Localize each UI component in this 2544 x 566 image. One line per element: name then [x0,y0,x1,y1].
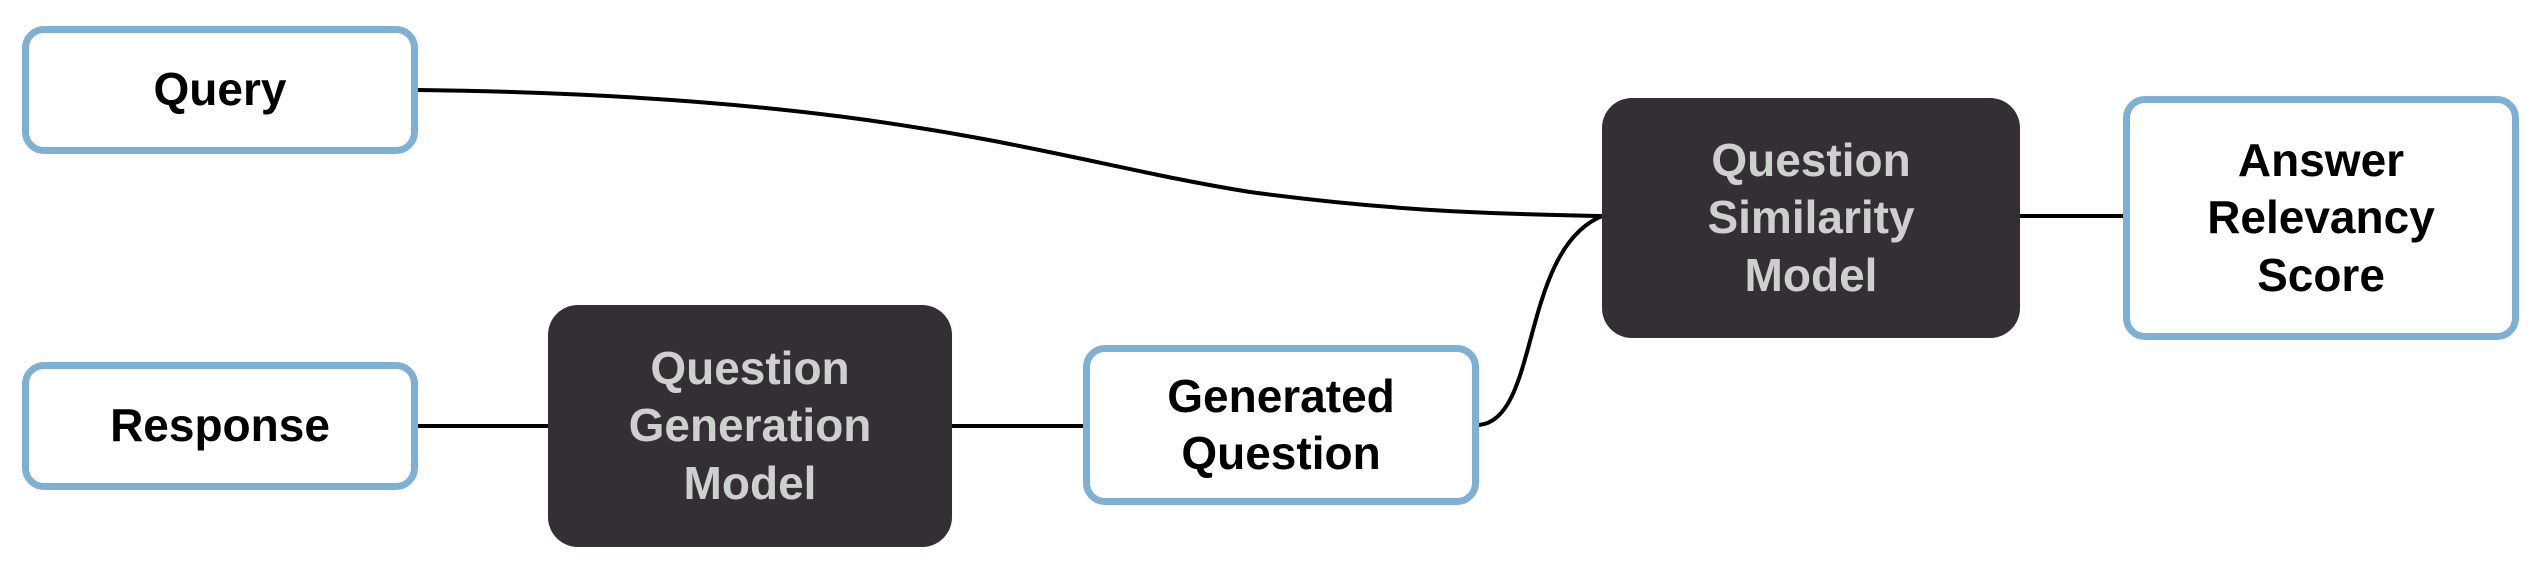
response-node: Response [22,362,418,490]
edge-generated-question-to-similarity [1478,214,1603,427]
edge-query-to-similarity [417,88,1603,218]
answer-relevancy-score-node: Answer Relevancy Score [2123,96,2519,340]
query-node: Query [22,26,418,154]
generated-question-node: Generated Question [1083,345,1479,505]
question-similarity-model-node: Question Similarity Model [1602,98,2020,338]
question-generation-model-node: Question Generation Model [548,305,952,547]
